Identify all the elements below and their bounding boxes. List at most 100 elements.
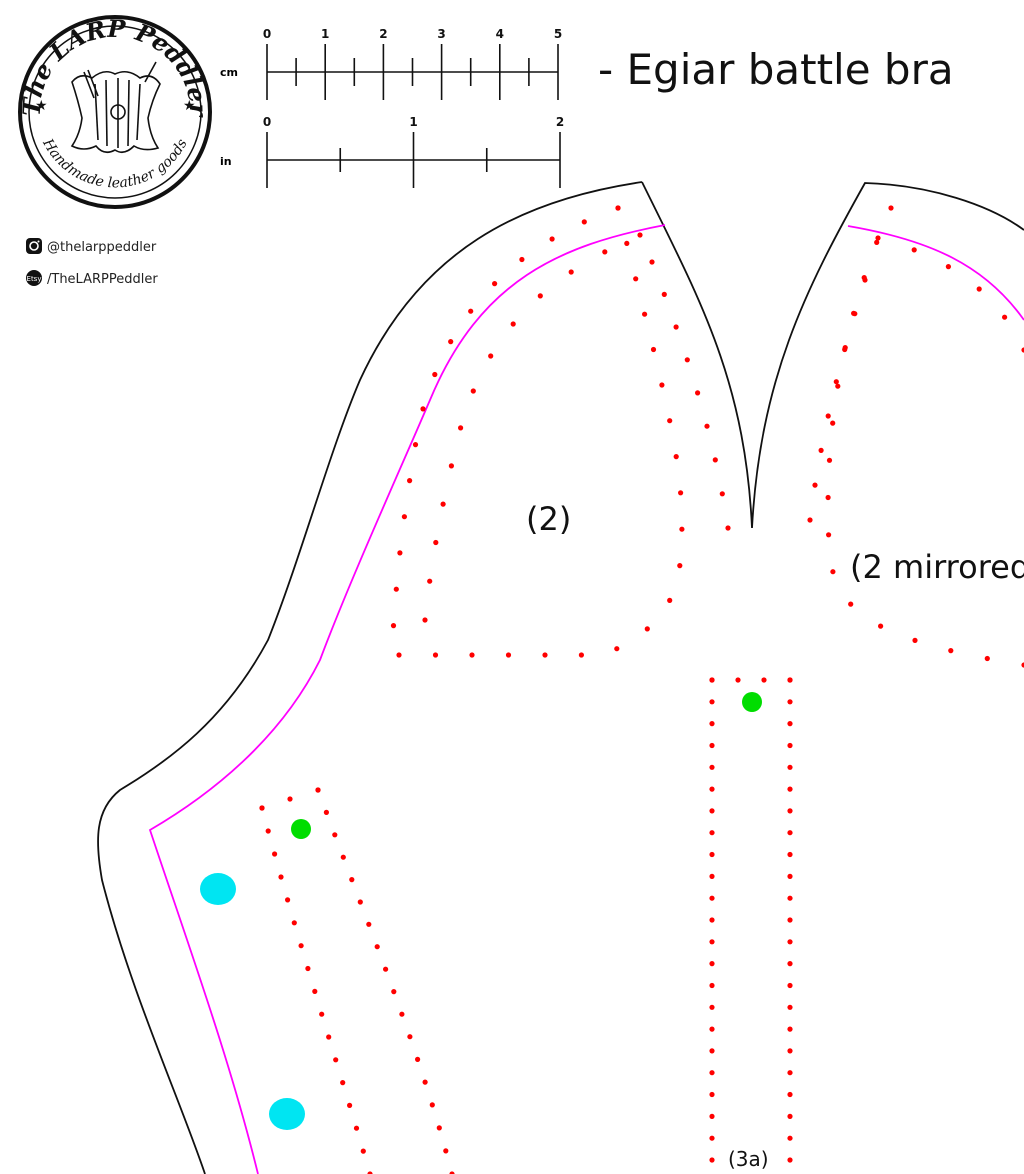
stitch-hole-left-cup: [678, 490, 684, 496]
stitch-hole-left-cup: [469, 652, 475, 658]
in-tick-label: 2: [556, 115, 564, 129]
stitch-hole-left-cup: [614, 646, 620, 652]
stitch-hole-strap-right: [787, 742, 793, 749]
stitch-hole-left-cup-edge: [649, 259, 655, 265]
stitch-hole-strap-left: [709, 961, 715, 967]
stitch-hole-side-left: [319, 1011, 325, 1017]
stitch-hole-side-right: [332, 832, 338, 838]
strap-label: (3a): [728, 1147, 769, 1171]
stitch-hole-left-cup: [624, 240, 630, 246]
stitch-hole-left-cup: [542, 652, 548, 658]
stitch-hole-left-cup: [401, 514, 407, 520]
svg-text:Etsy: Etsy: [27, 275, 42, 283]
stitch-hole-left-cup: [448, 339, 454, 345]
cm-tick-label: 4: [496, 27, 504, 41]
stitch-hole-left-cup: [673, 454, 679, 460]
stitch-hole-left-cup: [393, 586, 399, 592]
stitch-hole-side-right: [349, 877, 355, 883]
stitch-hole-side-left: [312, 988, 318, 995]
stitch-hole-strap-left: [709, 873, 715, 880]
stitch-hole-side-right: [443, 1148, 449, 1154]
stitch-hole-right-cup-edge: [807, 517, 813, 523]
stitch-hole-left-cup-edge: [719, 491, 725, 497]
stitch-hole-right-cup: [825, 494, 831, 501]
stitch-hole-strap-right: [787, 873, 793, 880]
stitch-hole-left-cup-inner: [458, 425, 464, 431]
stitch-hole-left-cup: [581, 219, 587, 225]
stitch-hole-left-cup: [432, 371, 438, 378]
stitch-hole-strap-left: [709, 1048, 715, 1054]
stitch-hole-strap-right: [787, 917, 793, 923]
stitch-hole-side-left: [285, 897, 291, 903]
stitch-hole-side-left: [340, 1080, 346, 1086]
leather-hide-icon: [70, 61, 161, 154]
stitch-hole-strap-right: [787, 1026, 793, 1032]
stitch-hole-strap-right: [787, 1048, 793, 1054]
stitch-hole-right-cup-inner: [1002, 314, 1008, 320]
snap-marker-lower: [269, 1098, 305, 1130]
cm-tick-label: 1: [321, 27, 329, 41]
stitch-hole-strap-right: [787, 1113, 793, 1119]
stitch-hole-right-cup: [826, 532, 832, 538]
cm-unit-label: cm: [220, 66, 238, 79]
stitch-hole-right-cup: [888, 205, 894, 211]
stitch-hole-left-cup: [679, 526, 685, 532]
stitch-hole-strap-right: [787, 851, 793, 858]
rivet-marker-strap: [742, 692, 762, 712]
stitch-hole-strap-right: [787, 1070, 793, 1076]
stitch-hole-left-cup-inner: [637, 232, 643, 238]
stitch-hole-side-top: [259, 805, 265, 811]
stitch-hole-strap-left: [709, 721, 715, 727]
brand-logo: The LARP Peddler Handmade leather goods …: [17, 14, 213, 209]
stitch-hole-left-cup: [432, 652, 439, 658]
left-cup-label: (2): [526, 500, 571, 538]
stitch-hole-side-left: [298, 943, 304, 949]
stitch-hole-right-cup-inner: [1021, 347, 1024, 353]
logo-star-right-icon: ★: [183, 98, 196, 114]
stitch-hole-left-cup-inner: [568, 269, 574, 275]
cm-tick-label: 3: [437, 27, 445, 41]
stitch-hole-strap-left: [709, 1113, 715, 1119]
stitch-hole-strap-left: [709, 1004, 715, 1010]
stitch-hole-right-cup-edge: [825, 413, 831, 419]
stitch-hole-strap-left: [709, 1026, 715, 1032]
stitch-hole-side-right: [449, 1171, 455, 1174]
stitch-hole-side-right: [366, 921, 372, 927]
stitch-hole-left-cup-edge: [725, 525, 731, 531]
stitch-hole-right-cup-edge: [833, 379, 839, 385]
stitch-hole-left-cup-inner: [433, 539, 439, 546]
stitch-hole-right-cup: [848, 601, 854, 607]
stitch-hole-right-cup-edge: [812, 482, 818, 488]
stitch-hole-strap-left: [709, 699, 715, 705]
stitch-hole-left-cup-inner: [422, 617, 428, 623]
stitch-hole-right-cup-edge: [818, 447, 824, 453]
stitch-hole-left-cup: [642, 311, 648, 317]
stitch-hole-strap-left: [709, 851, 715, 858]
cm-tick-label: 0: [263, 27, 271, 41]
instagram-icon: [26, 238, 42, 254]
stitch-hole-right-cup: [835, 383, 841, 389]
stitch-hole-left-cup: [549, 236, 555, 242]
stitch-hole-left-cup-inner: [510, 321, 516, 327]
stitch-hole-strap-left: [709, 1070, 715, 1076]
stitch-hole-side-right: [383, 966, 389, 972]
stitch-hole-right-cup: [826, 457, 833, 463]
stitch-hole-side-right: [340, 854, 346, 860]
stitch-holes: [259, 205, 1024, 1174]
etsy-handle: /TheLARPPeddler: [47, 272, 158, 287]
stitch-hole-side-right: [407, 1034, 413, 1040]
stitch-hole-side-right: [323, 809, 329, 816]
stitch-hole-right-cup-edge: [842, 345, 848, 351]
stitch-hole-strap-right: [787, 808, 793, 814]
stitch-hole-left-cup: [407, 478, 413, 484]
stitch-hole-left-cup-edge: [704, 423, 710, 429]
stitch-hole-side-left: [278, 874, 284, 880]
stitch-hole-right-cup-inner: [911, 247, 917, 253]
stitch-hole-strap-left: [709, 764, 715, 770]
stitch-hole-left-cup: [420, 406, 426, 412]
stitch-hole-strap-left: [709, 917, 715, 923]
cm-tick-label: 2: [379, 27, 387, 41]
stitch-hole-side-left: [353, 1125, 360, 1131]
stitch-hole-right-cup: [878, 623, 884, 629]
